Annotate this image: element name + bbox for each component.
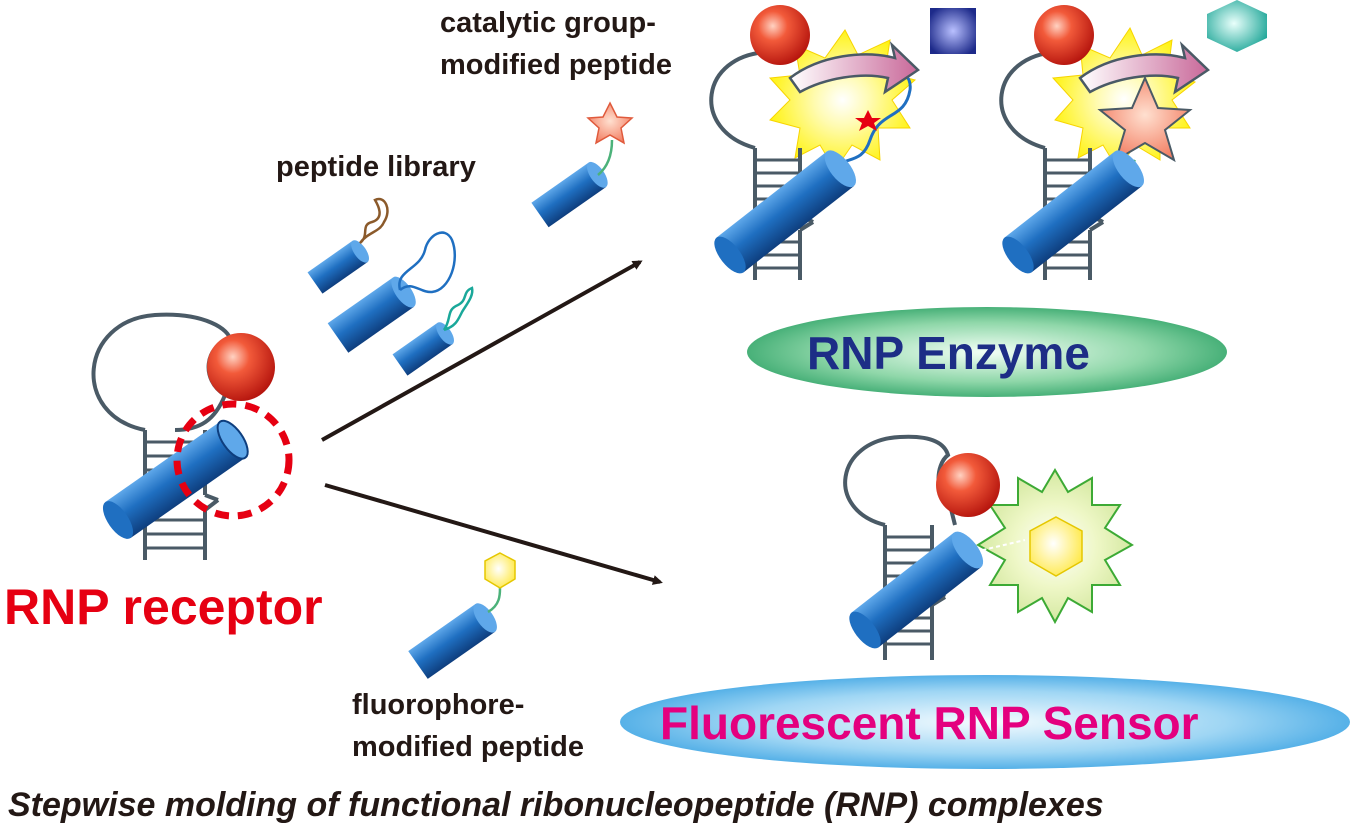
catalytic-star-small-icon (855, 110, 881, 131)
library-rod-2 (327, 276, 416, 353)
fluorophore-peptide-figure (408, 552, 516, 679)
arrow-to-sensor (324, 483, 663, 585)
rna-loop (91, 312, 233, 432)
product-arrow-2 (1078, 41, 1210, 95)
library-rod-3 (392, 322, 454, 376)
library-peptide-2 (398, 231, 457, 294)
sensor-hexagon-icon (1029, 516, 1083, 577)
catalytic-star-icon (586, 101, 634, 145)
rnp-enzyme-pill (747, 307, 1227, 397)
catalytic-label-line2: modified peptide (440, 49, 672, 81)
rnp-receptor-figure (91, 312, 293, 560)
library-rod-1 (307, 240, 369, 294)
peptide-library-label: peptide library (276, 151, 476, 183)
fluorophore-hexagon-icon (484, 552, 516, 589)
rnp-enzyme-label: RNP Enzyme (807, 327, 1090, 379)
fluorophore-label-line2: modified peptide (352, 731, 584, 763)
product-arrow-1 (788, 41, 920, 95)
fluorescent-sensor-label: Fluorescent RNP Sensor (660, 697, 1199, 749)
figure-caption: Stepwise molding of functional ribonucle… (8, 786, 1104, 824)
fluorophore-label-line1: fluorophore- (352, 689, 525, 721)
binding-site-circle (173, 400, 293, 520)
catalytic-label-line1: catalytic group- (440, 7, 656, 39)
substrate-square-icon (930, 8, 976, 54)
rnp-enzyme-figure-2 (999, 0, 1267, 280)
fluorescent-sensor-figure (843, 434, 1134, 660)
library-peptide-3 (442, 286, 474, 332)
arrow-to-enzyme (321, 260, 643, 442)
fluorophore-linker (487, 587, 502, 614)
catalytic-star-large-icon (1097, 75, 1193, 163)
fluorescent-sensor-pill (620, 675, 1350, 769)
rnp-enzyme-figure-1 (709, 5, 976, 280)
peptide-library-figure (307, 197, 474, 376)
library-peptide-1 (358, 197, 389, 244)
rnp-receptor-label: RNP receptor (4, 579, 323, 635)
peptide-rod (102, 419, 249, 539)
catalytic-peptide-figure (531, 101, 634, 228)
red-ball (207, 333, 275, 401)
catalytic-linker (597, 139, 614, 176)
product-hexagon-icon (1207, 0, 1267, 52)
